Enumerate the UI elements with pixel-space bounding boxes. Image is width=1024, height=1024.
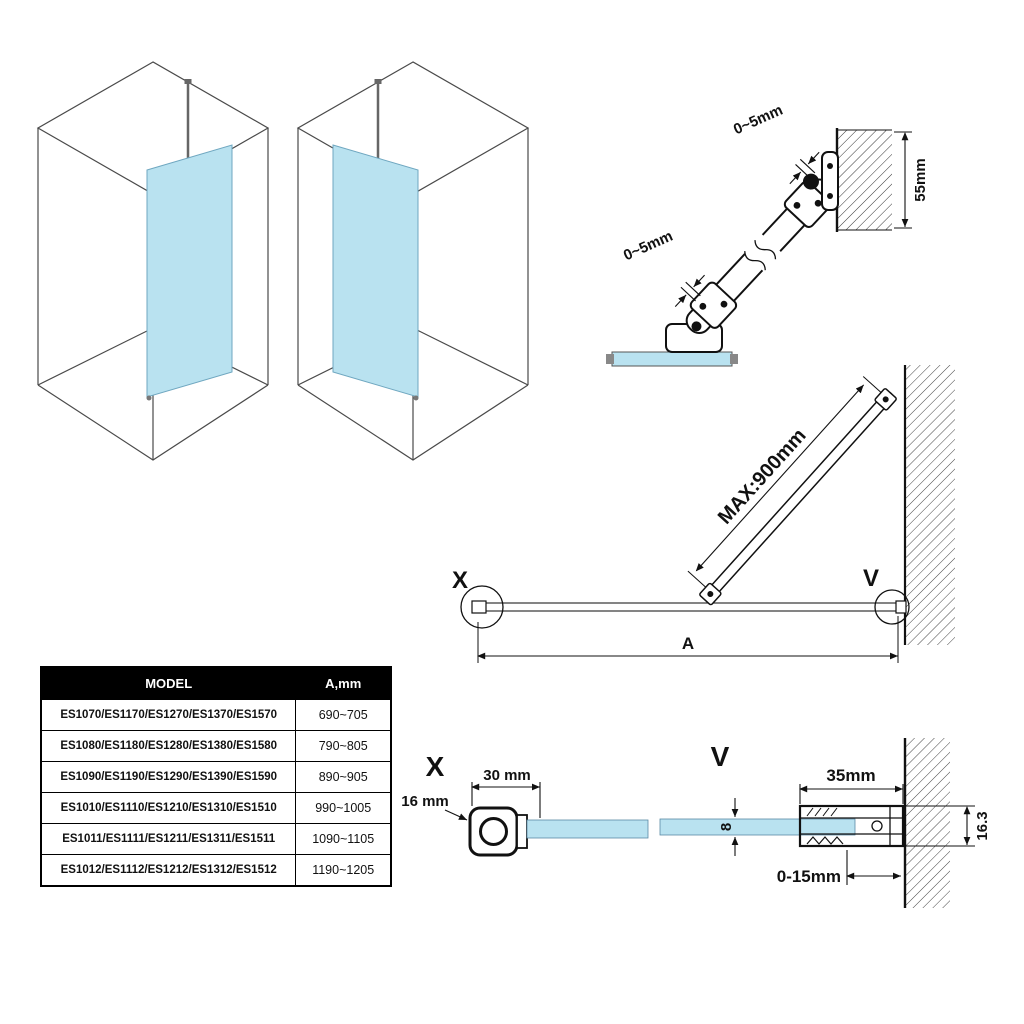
bar-break (743, 233, 782, 272)
wall-cross-section (835, 128, 892, 232)
marker-v: V (863, 565, 879, 592)
a-mm-cell: 790~805 (295, 730, 392, 762)
end-cap-plan (471, 600, 487, 614)
wall-section-plan (903, 365, 955, 645)
plan-view-drawing: MAX:900mm X V A (452, 365, 955, 663)
table-row: ES1011/ES1111/ES1211/ES1311/ES1511 1090~… (40, 823, 392, 855)
detail-x-title: X (426, 751, 445, 782)
wall-section-v (903, 738, 950, 908)
lower-bracket (689, 281, 738, 329)
set-screw (871, 820, 883, 832)
glass-offset-leader (444, 809, 468, 821)
floor-foot-right (413, 395, 419, 401)
ceiling-mount-right (374, 79, 382, 84)
callout-circle-v (874, 589, 910, 625)
glass-section-x (526, 819, 649, 839)
pivot-bolt (691, 321, 702, 332)
glass-panel-right-iso (332, 79, 419, 401)
glass-thickness-label: 8 (718, 823, 735, 831)
glass-top-section (606, 351, 738, 367)
isometric-views (36, 61, 530, 461)
a-mm-cell: 1190~1205 (295, 854, 392, 887)
model-cell: ES1090/ES1190/ES1290/ES1390/ES1590 (40, 761, 297, 793)
support-bar-detail-drawing: 55mm (606, 102, 929, 367)
gap-top-label: 0~5mm (731, 102, 786, 139)
profile-width-label-x: 30 mm (483, 767, 531, 784)
table-row: ES1010/ES1110/ES1210/ES1310/ES1510 990~1… (40, 792, 392, 824)
glass-left (146, 144, 233, 398)
a-mm-cell: 1090~1105 (295, 823, 392, 855)
adjustment-label: 0-15mm (777, 867, 841, 886)
wall-profile-v (798, 804, 905, 848)
dimension-163 (905, 805, 975, 847)
a-mm-cell: 690~705 (295, 699, 392, 731)
detail-v-drawing: V 35mm (659, 738, 991, 908)
glass-panel-plan (479, 602, 901, 612)
overall-width-dimension: A (477, 616, 899, 663)
model-cell: ES1012/ES1112/ES1212/ES1312/ES1512 (40, 854, 297, 887)
detail-x-drawing: X 30 mm 16 mm (401, 751, 649, 857)
table-row: ES1080/ES1180/ES1280/ES1380/ES1580 790~8… (40, 730, 392, 762)
profile-height-label: 16.3 (974, 811, 991, 840)
a-mm-header: A,mm (295, 666, 392, 700)
marker-x: X (452, 567, 468, 594)
callout-circle-x (460, 585, 504, 629)
glass-right (332, 144, 419, 398)
adjustment-knob (802, 173, 819, 190)
profile-width-label-v: 35mm (826, 766, 875, 785)
overall-width-label: A (682, 634, 694, 653)
gap-bottom-label: 0~5mm (621, 228, 676, 265)
table-header-row: MODEL A,mm (40, 666, 392, 700)
max-length-dimension (695, 384, 865, 572)
end-profile (468, 806, 519, 857)
dimension-0-15 (846, 850, 901, 885)
table-row: ES1070/ES1170/ES1270/ES1370/ES1570 690~7… (40, 699, 392, 731)
model-cell: ES1070/ES1170/ES1270/ES1370/ES1570 (40, 699, 297, 731)
model-table: MODEL A,mm ES1070/ES1170/ES1270/ES1370/E… (40, 666, 392, 887)
a-mm-cell: 890~905 (295, 761, 392, 793)
dimension-30mm (471, 782, 541, 818)
table-row: ES1090/ES1190/ES1290/ES1390/ES1590 890~9… (40, 761, 392, 793)
table-row: ES1012/ES1112/ES1212/ES1312/ES1512 1190~… (40, 854, 392, 887)
grip-hatching (806, 807, 838, 817)
detail-v-title: V (711, 741, 730, 772)
floor-foot-left (146, 395, 152, 401)
wall-depth-dimension (894, 131, 912, 229)
glass-section-v (659, 818, 856, 836)
adjustment-spring (806, 836, 844, 845)
model-cell: ES1010/ES1110/ES1210/ES1310/ES1510 (40, 792, 297, 824)
plate-screw-top (827, 163, 833, 169)
dimension-35mm (799, 784, 904, 804)
wall-mount-plate (821, 151, 839, 211)
glass-offset-label: 16 mm (401, 793, 449, 810)
wall-depth-label: 55mm (912, 158, 929, 201)
gasket (516, 814, 528, 849)
upper-bracket (783, 180, 832, 228)
gap-ticks (674, 151, 820, 307)
wall-profile-plan (895, 600, 907, 614)
model-cell: ES1080/ES1180/ES1280/ES1380/ES1580 (40, 730, 297, 762)
glass-panel-left-iso (146, 79, 233, 401)
model-header: MODEL (40, 666, 297, 700)
model-cell: ES1011/ES1111/ES1211/ES1311/ES1511 (40, 823, 297, 855)
plate-screw-bottom (827, 193, 833, 199)
a-mm-cell: 990~1005 (295, 792, 392, 824)
support-bar (674, 151, 833, 335)
ceiling-mount-left (184, 79, 192, 84)
max-length-label: MAX:900mm (714, 425, 811, 529)
